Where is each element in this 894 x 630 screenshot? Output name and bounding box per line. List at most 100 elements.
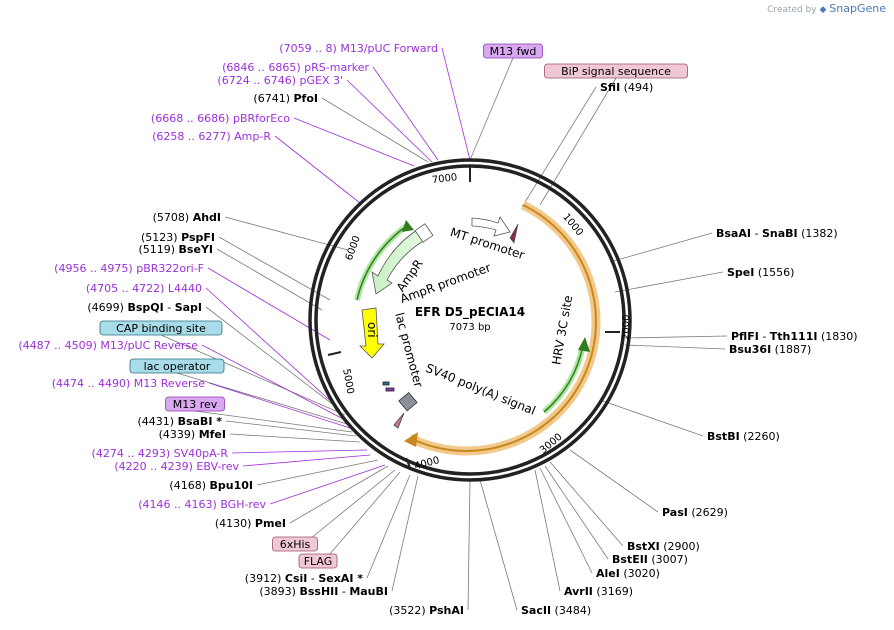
site-label-pflfi: PflFI - Tth111I (1830)	[731, 330, 858, 343]
site-position: (1887)	[771, 343, 811, 356]
site-name: AhdI	[193, 211, 221, 224]
site-label-pfoi: (6741) PfoI	[253, 92, 318, 105]
site-name: MfeI	[199, 428, 226, 441]
primer-label-ebv: (4220 .. 4239) EBV-rev	[114, 460, 239, 473]
label-lac-promoter: lac promoter	[392, 311, 425, 389]
leader-bsabi	[225, 420, 357, 437]
leader-pshai	[467, 479, 471, 611]
site-position: (2260)	[740, 430, 780, 443]
leader-ebv	[242, 454, 371, 467]
site-position: (1830)	[817, 330, 857, 343]
feature-box-m13rev	[165, 396, 225, 412]
backbone-inner-ring	[314, 164, 626, 476]
site-position: (2900)	[660, 540, 700, 553]
label-sv40: SV40 poly(A) signal	[424, 361, 538, 418]
site-label-csii: (3912) CsiI - SexAI *	[245, 572, 363, 585]
site-name: PasI	[662, 506, 688, 519]
site-label-mfei: (4339) MfeI	[159, 428, 226, 441]
leader-pflfi	[624, 335, 728, 339]
leader-mfei	[229, 433, 361, 443]
primer-name: Amp-R	[234, 130, 271, 143]
site-name-2: MauBI	[349, 585, 388, 598]
primer-range: (6846 .. 6865)	[222, 61, 304, 74]
site-sep: -	[164, 301, 175, 314]
mt-promoter-arrow	[471, 216, 511, 237]
site-label-bpu10i: (4168) Bpu10I	[169, 479, 253, 492]
site-position: (3912)	[245, 572, 285, 585]
leader-bsshii	[391, 475, 419, 592]
primer-name: BGH-rev	[220, 498, 266, 511]
ori-arrow	[359, 307, 385, 359]
site-name: BseYI	[179, 243, 213, 256]
leader-bip	[539, 77, 617, 206]
site-name: SpeI	[727, 266, 754, 279]
green-arc-right-core	[543, 344, 584, 413]
leader-flag	[317, 471, 401, 569]
site-label-bspqi: (4699) BspQI - SapI	[87, 301, 202, 314]
feature-box-his	[272, 536, 318, 552]
site-name-2: Tth111I	[770, 330, 818, 343]
site-label-avrii: AvrII (3169)	[564, 585, 633, 598]
site-sep: -	[307, 572, 318, 585]
site-name: Bpu10I	[210, 479, 254, 492]
leader-ampr-p	[274, 135, 361, 204]
snapgene-logo-icon: ◆	[819, 5, 827, 15]
leader-bsu36i	[624, 344, 726, 350]
cds-arrowhead	[404, 432, 418, 447]
site-label-pshai: (3522) PshAI	[389, 604, 464, 617]
primer-name: pBR322ori-F	[136, 262, 204, 275]
site-name: PshAI	[429, 604, 464, 617]
primer-range: (7059 .. 8)	[279, 42, 340, 55]
site-name: BstBI	[707, 430, 740, 443]
site-label-ahdi: (5708) AhdI	[153, 211, 221, 224]
site-name: BstXI	[627, 540, 660, 553]
site-position: (2629)	[688, 506, 728, 519]
site-name: CsiI	[285, 572, 307, 585]
green-arc-left-core	[356, 224, 409, 301]
site-position: (4431)	[138, 415, 178, 428]
feature-box-bip	[544, 63, 688, 79]
ring-tick-6000: 6000	[344, 234, 363, 262]
site-sep: -	[759, 330, 770, 343]
leader-bsteii	[544, 465, 609, 560]
site-name-2: SapI	[175, 301, 202, 314]
primer-label-m13puc-rev: (4487 .. 4509) M13/pUC Reverse	[18, 339, 198, 352]
site-position: (4168)	[169, 479, 209, 492]
primer-label-l4440: (4705 .. 4722) L4440	[86, 282, 202, 295]
feature-box-cap	[99, 320, 223, 336]
plasmid-size: 7073 bp	[449, 322, 490, 333]
green-arc-right-head	[578, 337, 590, 352]
feature-label-bip: BiP signal sequence	[561, 65, 671, 78]
primer-label-pbr322: (4956 .. 4975) pBR322ori-F	[54, 262, 204, 275]
leader-m13puc-rev	[201, 344, 346, 421]
site-label-bsaai: BsaAI - SnaBI (1382)	[716, 227, 838, 240]
leader-csii	[366, 474, 411, 579]
feature-box-lacop	[129, 358, 225, 374]
site-name: PmeI	[255, 517, 286, 530]
site-position: (3484)	[551, 604, 591, 617]
primer-range: (4146 .. 4163)	[138, 498, 220, 511]
site-position: (1556)	[754, 266, 794, 279]
primer-name: M13/pUC Reverse	[100, 339, 198, 352]
site-position: (494)	[620, 81, 653, 94]
leader-pmei	[289, 465, 389, 524]
leader-cap	[160, 334, 346, 416]
leader-l4440	[205, 287, 336, 406]
site-name: PspFI	[181, 231, 215, 244]
site-position: (4339)	[159, 428, 199, 441]
primer-label-m13rev-p: (4474 .. 4490) M13 Reverse	[52, 377, 205, 390]
site-label-bsshii: (3893) BssHII - MauBI	[259, 585, 388, 598]
leader-pbrfor	[293, 117, 415, 167]
site-name: SfiI	[600, 81, 620, 94]
primer-label-prs: (6846 .. 6865) pRS-marker	[222, 61, 369, 74]
primer-label-m13-pucfwd: (7059 .. 8) M13/pUC Forward	[279, 42, 438, 55]
leader-pfoi	[321, 97, 429, 163]
feature-label-lacop: lac operator	[144, 360, 211, 373]
primer-range: (6724 .. 6746)	[217, 74, 299, 87]
site-position: (5708)	[153, 211, 193, 224]
site-position: (6741)	[253, 92, 293, 105]
sv40-box	[398, 391, 418, 412]
site-label-sfii: SfiI (494)	[600, 81, 653, 94]
site-label-bsteii: BstEII (3007)	[612, 553, 688, 566]
green-arc-left-head	[402, 220, 414, 232]
